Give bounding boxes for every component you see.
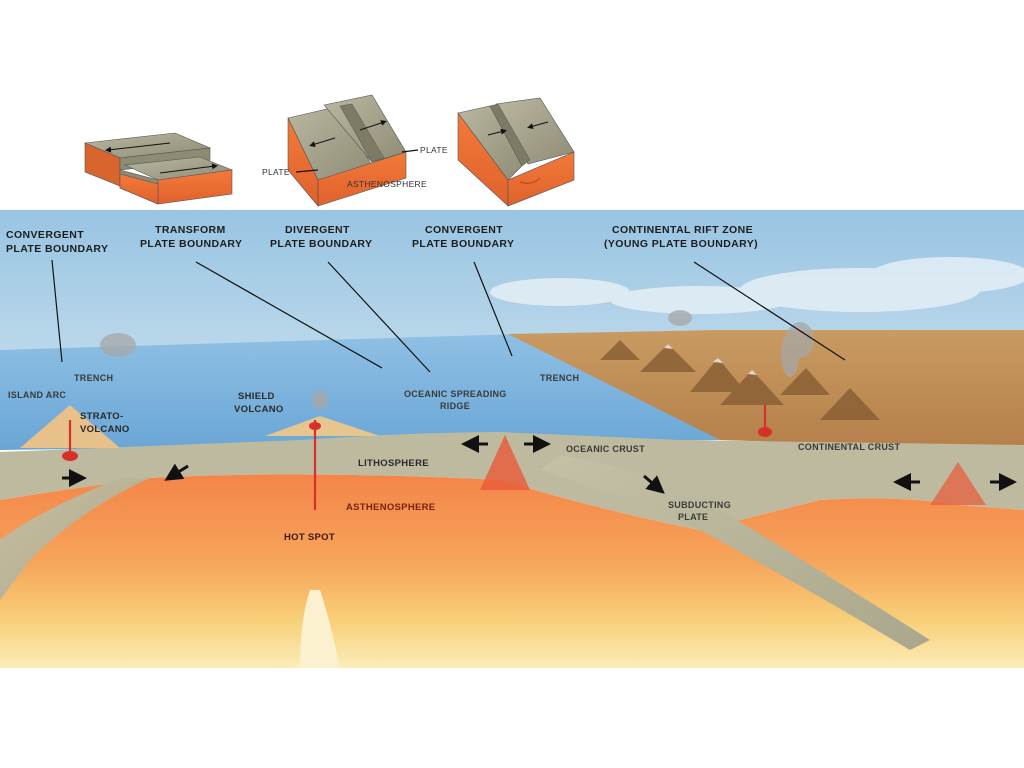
label-trench-right: TRENCH [540, 373, 579, 383]
block-plate-label: PLATE [262, 167, 290, 177]
convergent-block-diagram [458, 98, 574, 206]
label-oceanic-crust: OCEANIC CRUST [566, 444, 645, 454]
label-trench-left: TRENCH [74, 373, 113, 383]
block-plate-label-right: PLATE [420, 145, 448, 155]
label-island-arc: ISLAND ARC [8, 390, 66, 400]
bottom-margin [0, 668, 1024, 768]
asthenosphere-body [0, 474, 1024, 668]
label-continental-crust: CONTINENTAL CRUST [798, 442, 900, 452]
label-hot-spot: HOT SPOT [284, 532, 335, 543]
label-lithosphere: LITHOSPHERE [358, 458, 429, 469]
transform-block-diagram [85, 133, 232, 204]
label-asthenosphere: ASTHENOSPHERE [346, 502, 435, 513]
divergent-block-diagram: PLATE PLATE ASTHENOSPHERE [262, 95, 448, 206]
block-asthenosphere-label: ASTHENOSPHERE [347, 179, 427, 189]
cross-section [0, 210, 1024, 768]
